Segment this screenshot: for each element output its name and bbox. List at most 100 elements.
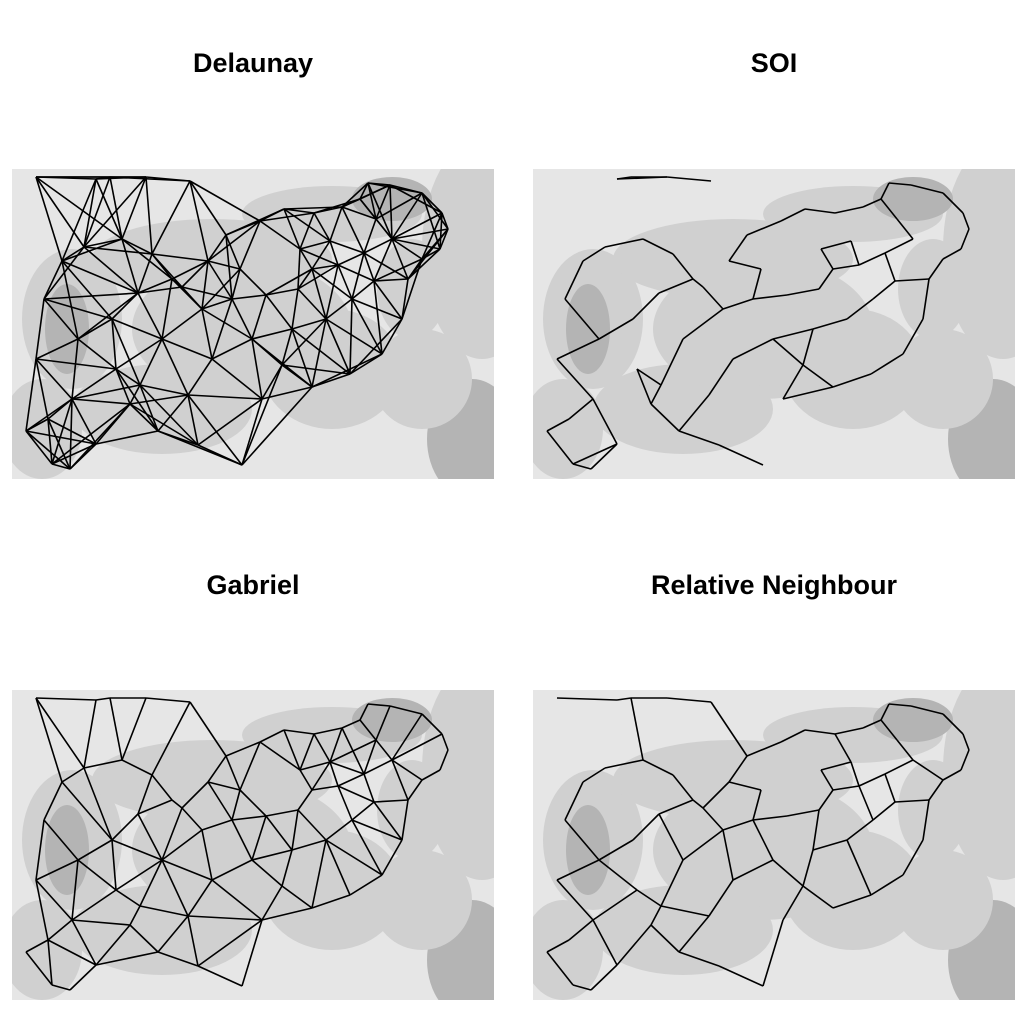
terrain-blob [893,850,993,950]
graph-edge [884,759,914,775]
graph-edge [329,761,339,787]
terrain-blob [45,284,89,374]
panel-relative [533,690,1015,1000]
graph-edge [872,280,896,300]
graph-edge [846,819,874,841]
graph-edge [922,799,930,841]
graph-edge [896,739,914,761]
graph-edge [187,915,199,967]
graph-edge [650,924,680,953]
graph-edge [564,819,600,861]
graph-edge [325,318,383,355]
graph-edge [313,727,343,735]
graph-edge [311,268,327,320]
graph-edge [51,463,71,470]
graph-edge [145,176,191,182]
graph-edge [111,813,139,841]
graph-edge [351,252,365,300]
graph-edge [702,286,724,310]
graph-edge [325,819,353,841]
terrain-blob [352,177,432,221]
graph-edge [187,879,213,917]
graph-edge [311,353,383,388]
graph-edge [870,353,904,375]
graph-edge [239,789,267,817]
graph-edge [329,240,339,266]
graph-edge [297,809,327,841]
graph-edge [71,384,141,400]
graph-edge [381,318,403,355]
graph-edge [261,907,313,921]
graph-edge [281,885,313,909]
graph-edge [71,919,97,966]
terrain-blob [898,760,968,860]
graph-edge [960,228,970,250]
terrain-blob [533,900,603,1000]
graph-edge [363,773,375,803]
graph-edge [231,294,267,300]
graph-edge [672,774,694,801]
graph-edge [83,176,147,248]
graph-edge [299,212,315,250]
graph-edge [902,318,924,355]
graph-edge [83,238,123,248]
graph-edge [359,703,369,721]
graph-edge [818,268,834,290]
graph-edge [47,398,73,420]
graph-edge [880,198,898,220]
graph-edge [880,719,898,741]
graph-edge [43,260,63,300]
graph-edges [546,176,970,470]
graph-edge [137,292,163,340]
graph-relative [533,690,1015,1000]
graph-edge [389,184,423,194]
graph-edge [231,298,253,340]
graph-edge [802,849,814,887]
graph-edge [363,252,375,282]
graph-edge [672,253,694,280]
graph-edge [363,739,377,775]
graph-edge [181,781,209,809]
graph-edge [636,368,652,405]
graph-edge [642,759,674,776]
graph-edge [35,338,79,360]
graph-edge [161,829,203,861]
graph-edges [25,697,449,991]
graph-edge [251,328,293,340]
graph-edge [207,220,261,262]
terrain-blob [45,805,89,895]
graph-edge [337,785,375,803]
graph-edge [187,394,199,446]
graph-edge [139,384,159,432]
graph-edge [189,180,209,262]
graph-edge [197,398,263,446]
graph-edge [772,328,814,340]
graph-edge [832,373,872,388]
graph-edge [35,879,73,921]
graph-edge [311,839,327,909]
graph-edge [846,839,872,896]
graph-edge [239,741,261,791]
graph-edge [546,939,570,953]
graph-edge [161,338,213,360]
graph-edge [189,180,261,222]
terrain-blob [533,379,603,479]
graph-edge [121,176,147,240]
graph-edge [786,809,820,817]
graph-edge [187,915,263,921]
graph-edge [151,701,191,776]
graph-edge [632,292,660,320]
graph-edge [207,755,227,783]
graph-edge [896,218,914,240]
graph-edge [291,288,299,330]
graph-edge [732,859,774,881]
graph-edge [870,874,904,896]
graph-edge [728,260,762,270]
graph-edge [51,403,131,465]
graph-edge [598,859,638,891]
graph-edge [682,308,724,340]
graph-edge [912,759,944,781]
graph-edge [121,759,153,776]
graph-edge [349,298,353,375]
graph-edge [77,338,117,370]
